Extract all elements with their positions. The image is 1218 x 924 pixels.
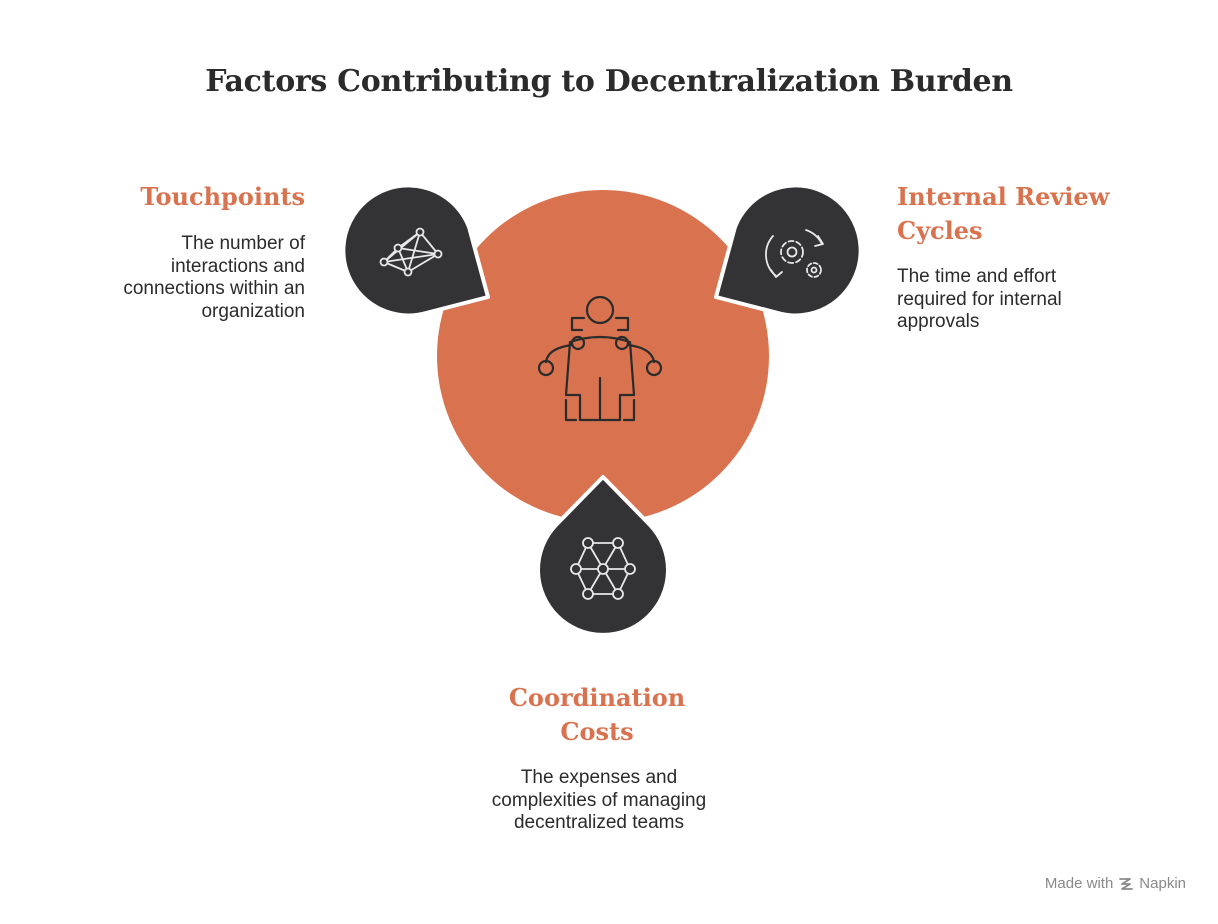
made-with-napkin-footer: Made with Napkin [1045, 875, 1186, 892]
center-circle [437, 190, 769, 522]
coordination-costs-heading: Coordination Costs [508, 683, 686, 746]
person-connections-icon [537, 295, 663, 422]
review-cycles-drop [714, 183, 863, 318]
network-graph-icon [379, 227, 443, 277]
touchpoints-heading: Touchpoints [140, 182, 305, 211]
touchpoints-drop [341, 183, 490, 318]
review-cycles-heading: Internal Review Cycles [897, 182, 1110, 245]
touchpoints-description: The number of interactions and connectio… [123, 233, 305, 322]
review-cycles-description: The time and effort required for interna… [897, 266, 1062, 332]
page-title: Factors Contributing to Decentralization… [205, 64, 1013, 99]
napkin-brand-label: Napkin [1139, 875, 1186, 892]
coordination-costs-description: The expenses and complexities of managin… [491, 767, 707, 833]
coordination-costs-drop [536, 475, 670, 637]
hexagon-network-icon [570, 537, 636, 600]
made-with-label: Made with [1044, 875, 1114, 892]
napkin-logo-icon [1119, 877, 1134, 890]
gears-cycle-icon [765, 229, 824, 278]
